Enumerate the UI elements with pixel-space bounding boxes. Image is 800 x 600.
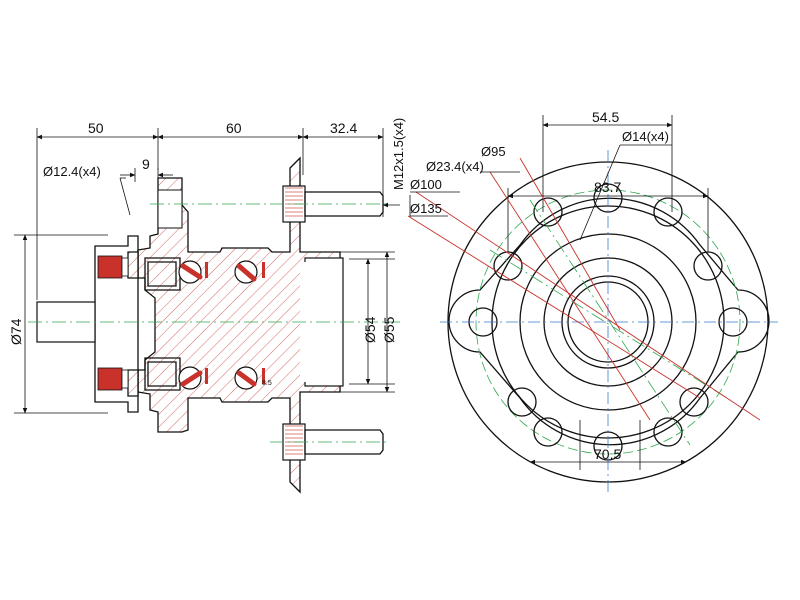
dim-dia-135: Ø135 bbox=[410, 201, 442, 216]
dim-dia-55: Ø55 bbox=[381, 316, 397, 343]
seal-bottom bbox=[97, 367, 123, 391]
side-section-view: 50 60 32.4 9 Ø12.4(x4) M12x1.5(x4) Ø74 Ø… bbox=[8, 118, 411, 494]
dim-dia-23-4: Ø23.4(x4) bbox=[426, 159, 484, 174]
dim-dia-95: Ø95 bbox=[481, 144, 506, 159]
front-view: 54.5 Ø14(x4) Ø95 Ø23.4(x4) 83.7 Ø100 Ø13… bbox=[407, 109, 778, 495]
dim-54-5: 54.5 bbox=[592, 109, 619, 125]
hub-section bbox=[137, 156, 341, 494]
seal-top bbox=[97, 255, 123, 279]
dim-dia-74: Ø74 bbox=[8, 318, 24, 345]
dim-83-7: 83.7 bbox=[594, 179, 621, 195]
dim-70-5: 70.5 bbox=[594, 446, 621, 462]
dim-32-4: 32.4 bbox=[330, 120, 357, 136]
dim-dia-100: Ø100 bbox=[410, 177, 442, 192]
dim-small: 8.5 bbox=[262, 380, 272, 387]
dim-hole-dia: Ø12.4(x4) bbox=[43, 164, 101, 179]
dim-9: 9 bbox=[142, 156, 150, 172]
dim-hole-14: Ø14(x4) bbox=[622, 129, 669, 144]
dim-thread: M12x1.5(x4) bbox=[391, 118, 406, 190]
dim-dia-54: Ø54 bbox=[362, 316, 378, 343]
dim-60: 60 bbox=[226, 120, 242, 136]
dim-50: 50 bbox=[88, 120, 104, 136]
